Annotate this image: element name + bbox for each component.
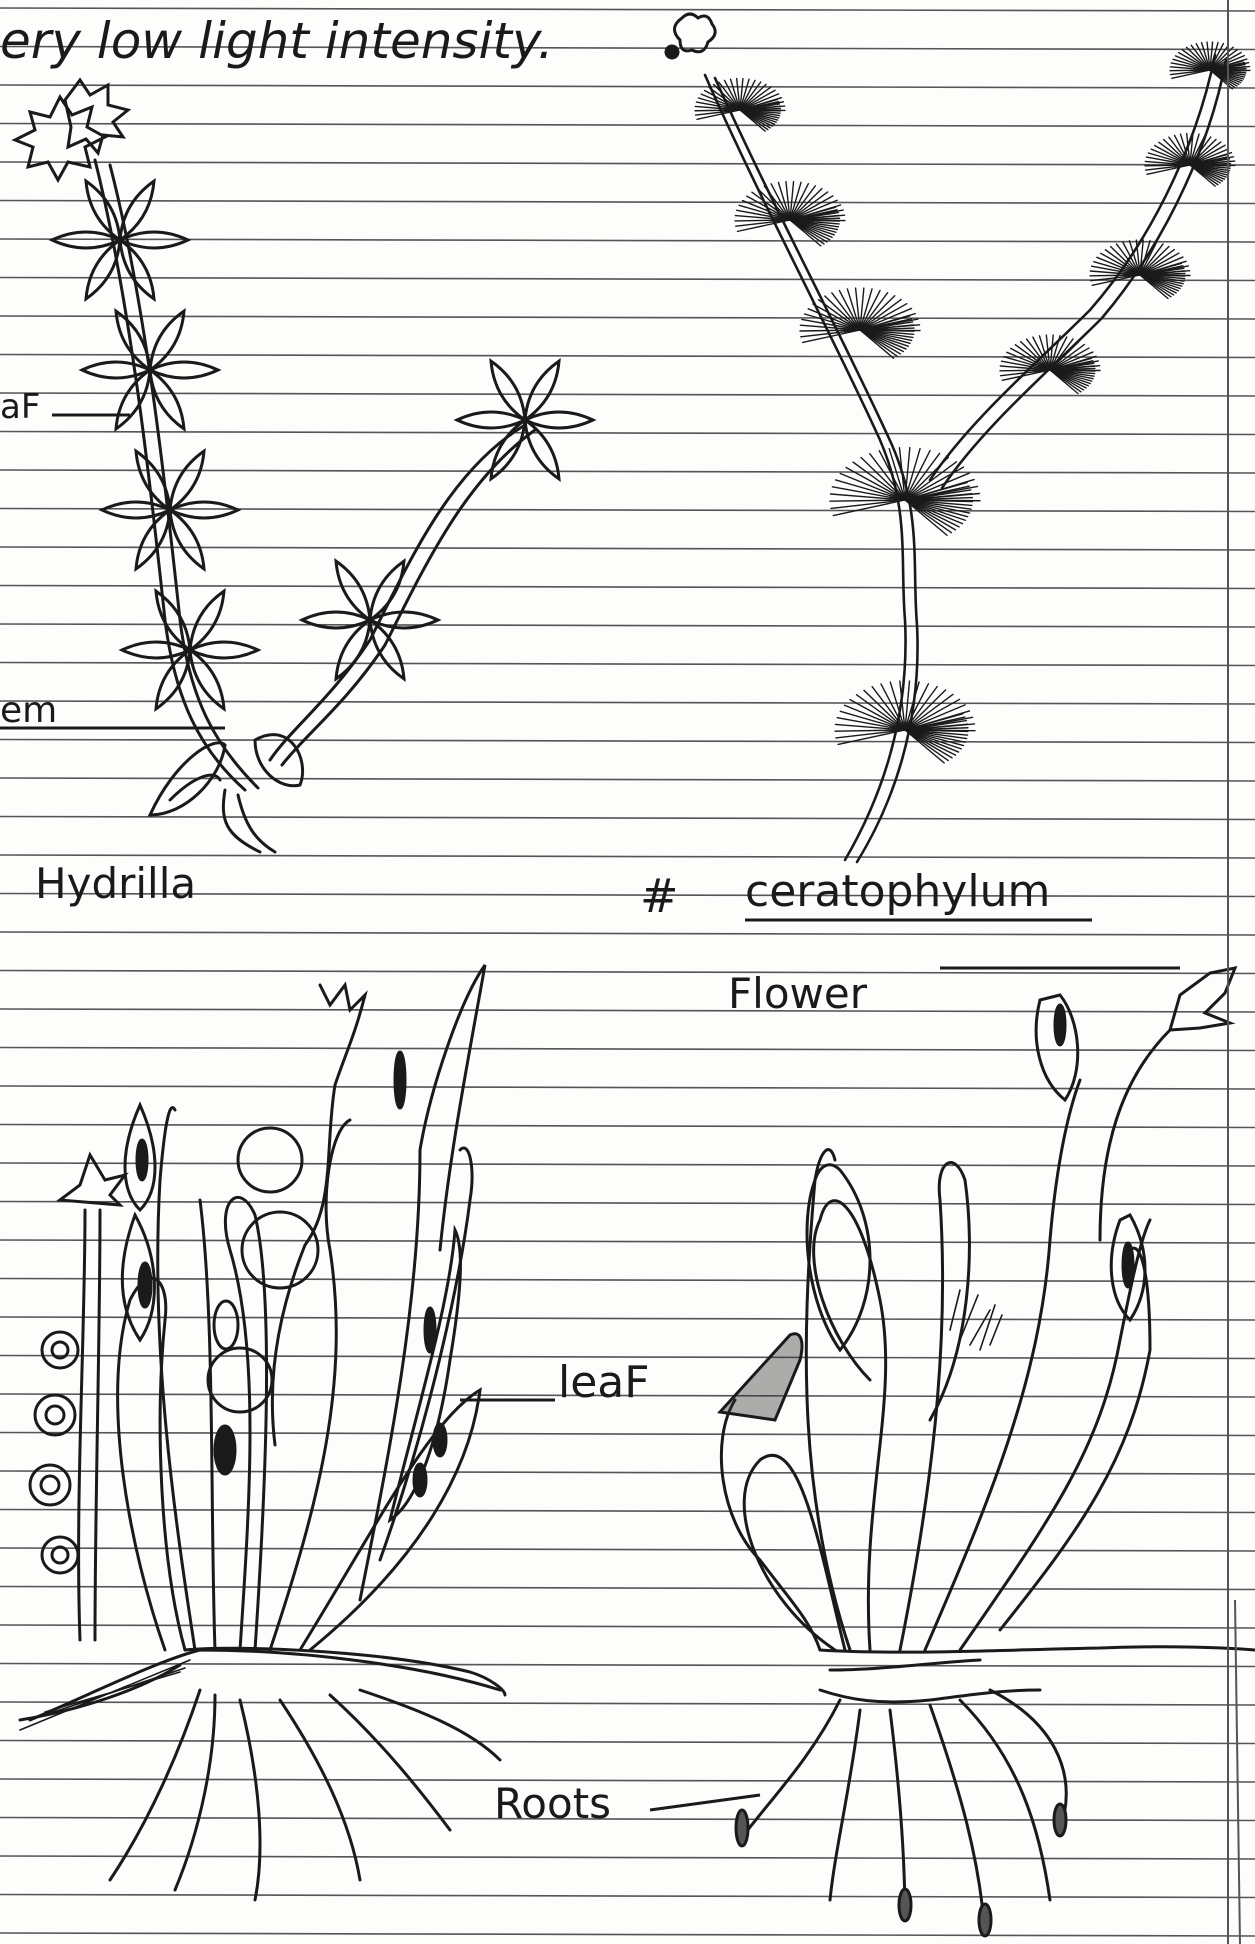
hydrilla-leaf	[102, 502, 170, 518]
ruled-line	[0, 162, 1255, 165]
ruled-line	[0, 1048, 1255, 1051]
hydrilla-leaf	[170, 502, 238, 518]
ruled-line	[0, 432, 1255, 435]
ruled-line	[0, 201, 1255, 204]
ruled-line	[0, 278, 1255, 281]
ruled-line	[0, 470, 1255, 473]
ruled-line	[0, 586, 1255, 589]
ceratophylum-leaf-strand	[853, 462, 905, 500]
ruled-line	[0, 1702, 1255, 1705]
ruled-line	[0, 1510, 1255, 1513]
ruled-line	[0, 1009, 1255, 1012]
ruled-line	[0, 1895, 1255, 1898]
ruled-line	[0, 624, 1255, 627]
ceratophylum-leaf-strand	[735, 220, 790, 221]
ruled-line	[0, 1279, 1255, 1282]
ruled-line	[0, 316, 1255, 319]
ruled-line	[0, 1086, 1255, 1089]
hydrilla-leaf	[82, 362, 150, 378]
flower-label: Flower	[728, 969, 868, 1018]
hydrilla-leaf	[122, 642, 190, 658]
ruled-line	[0, 778, 1255, 781]
ruled-line	[0, 1587, 1255, 1590]
ruled-line	[0, 1471, 1255, 1474]
right-lower-plant	[720, 968, 1255, 1936]
roots-label: Roots	[494, 1779, 611, 1828]
ruled-line	[0, 124, 1255, 127]
hydrilla-leaf	[525, 412, 593, 428]
ceratophylum-leaf-strand	[1000, 370, 1050, 371]
ruled-lines	[0, 8, 1255, 1936]
ceratophylum-leaf-strand	[833, 500, 905, 516]
ruled-line	[0, 971, 1255, 974]
flower-doodle	[666, 14, 715, 58]
stem-label: em	[0, 690, 57, 731]
ruled-line	[0, 1317, 1255, 1320]
ceratophylum-label: ceratophylum	[745, 866, 1050, 917]
ruled-line	[0, 1163, 1255, 1166]
hydrilla-label: Hydrilla	[35, 859, 196, 908]
ruled-line	[0, 1240, 1255, 1243]
ceratophylum-leaf-strand	[1090, 275, 1140, 276]
hash-mark: #	[640, 869, 679, 923]
heading-text: ery low light intensity.	[0, 12, 554, 70]
ruled-line	[0, 1741, 1255, 1744]
ruled-line	[0, 1433, 1255, 1436]
ruled-line	[0, 1202, 1255, 1205]
hydrilla-leaf	[150, 362, 218, 378]
ruled-line	[0, 855, 1255, 858]
ruled-line	[0, 547, 1255, 550]
leaf-label-top: aF	[0, 387, 40, 427]
ruled-line	[0, 393, 1255, 396]
roots-pointer	[650, 1795, 760, 1810]
ruled-line	[0, 701, 1255, 704]
ruled-line	[0, 740, 1255, 743]
ruled-line	[0, 1933, 1255, 1936]
hydrilla-leaf	[457, 412, 525, 428]
hydrilla-plant	[15, 80, 593, 852]
ruled-line	[0, 85, 1255, 88]
ruled-line	[0, 8, 1255, 11]
ceratophylum-leaf-strand	[857, 695, 905, 730]
ruled-line	[0, 1664, 1255, 1667]
ruled-line	[0, 1548, 1255, 1551]
ruled-line	[0, 509, 1255, 512]
ruled-line	[0, 932, 1255, 935]
ceratophylum-leaf-strand	[800, 330, 860, 331]
ruled-line	[0, 1625, 1255, 1628]
hydrilla-leaf	[190, 642, 258, 658]
leaf-label: leaF	[558, 1357, 650, 1408]
ruled-line	[0, 817, 1255, 820]
